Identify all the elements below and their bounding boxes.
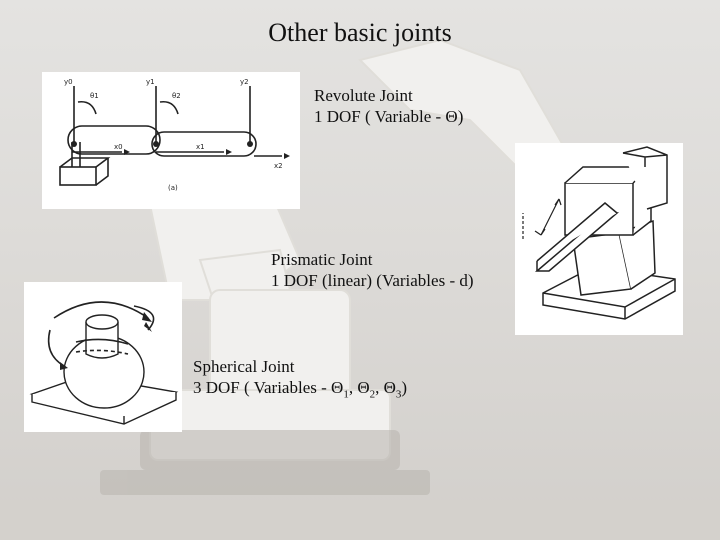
label-y0: y0 <box>64 78 73 86</box>
label-x0: x0 <box>114 143 123 151</box>
revolute-joint-dof: 1 DOF ( Variable - Θ) <box>314 107 464 126</box>
revolute-joint-diagram: y0 y1 y2 θ1 θ2 x0 x1 x2 (a) <box>42 72 300 209</box>
spherical-joint-label: Spherical Joint 3 DOF ( Variables - Θ1, … <box>193 356 407 405</box>
spherical-joint-diagram <box>24 282 182 432</box>
theta1-arc <box>77 100 97 115</box>
spherical-joint-dof: 3 DOF ( Variables - Θ1, Θ2, Θ3) <box>193 378 408 401</box>
label-x1: x1 <box>196 143 205 151</box>
label-y1: y1 <box>146 78 155 86</box>
revolute-joint-label: Revolute Joint 1 DOF ( Variable - Θ) <box>314 85 463 127</box>
label-caption-a: (a) <box>168 184 178 192</box>
rotation-arrow-top <box>53 301 149 319</box>
prismatic-joint-diagram <box>515 143 683 335</box>
label-x2: x2 <box>274 162 283 170</box>
label-y2: y2 <box>240 78 249 86</box>
theta2-arc <box>159 100 179 115</box>
slide-title: Other basic joints <box>268 18 452 47</box>
spherical-joint-name: Spherical Joint <box>193 357 295 376</box>
prismatic-joint-dof: 1 DOF (linear) (Variables - d) <box>271 271 474 290</box>
theta-symbol: Θ <box>445 107 458 126</box>
rotation-arrow-right <box>133 305 155 331</box>
prismatic-joint-name: Prismatic Joint <box>271 250 373 269</box>
label-theta2: θ2 <box>172 92 181 100</box>
linear-motion-arrow <box>540 198 560 236</box>
label-theta1: θ1 <box>90 92 99 100</box>
rotation-arrow-left <box>47 329 65 367</box>
prismatic-joint-label: Prismatic Joint 1 DOF (linear) (Variable… <box>271 249 474 291</box>
revolute-joint-name: Revolute Joint <box>314 86 413 105</box>
